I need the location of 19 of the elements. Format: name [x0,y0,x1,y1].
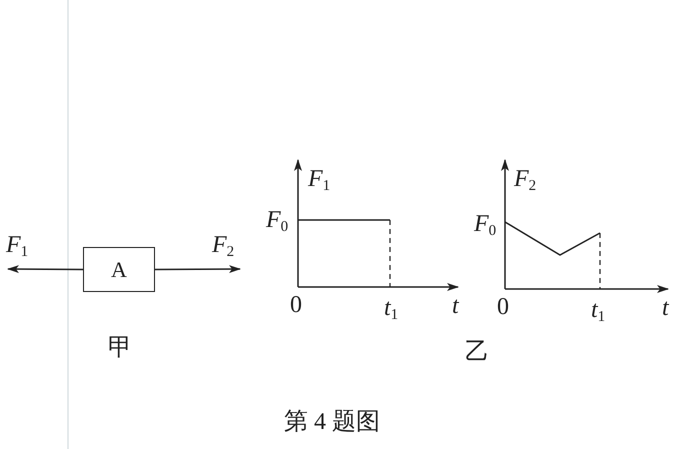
caption: 第 4 题图 [284,410,380,434]
origin-label: 0 [497,295,509,319]
axis-label: F$_{1}$ [308,167,330,194]
panel-label: 甲 [108,336,132,360]
force-arrow [7,265,83,274]
block-label: A [111,256,127,282]
axis-label: t [662,296,669,320]
tick-label: t$_{1}$ [384,296,398,323]
force-label: F$_{2}$ [212,233,234,260]
block [83,247,155,292]
force-label: F$_{1}$ [6,233,28,260]
force-arrow [155,265,241,274]
axis-label: F$_{2}$ [514,167,536,194]
axis-label: t [452,294,459,318]
panel-label: 乙 [465,340,489,364]
value-label: F$_{0}$ [266,208,288,235]
origin-label: 0 [290,293,302,317]
tick-label: t$_{1}$ [591,298,606,325]
value-label: F$_{0}$ [474,212,496,239]
